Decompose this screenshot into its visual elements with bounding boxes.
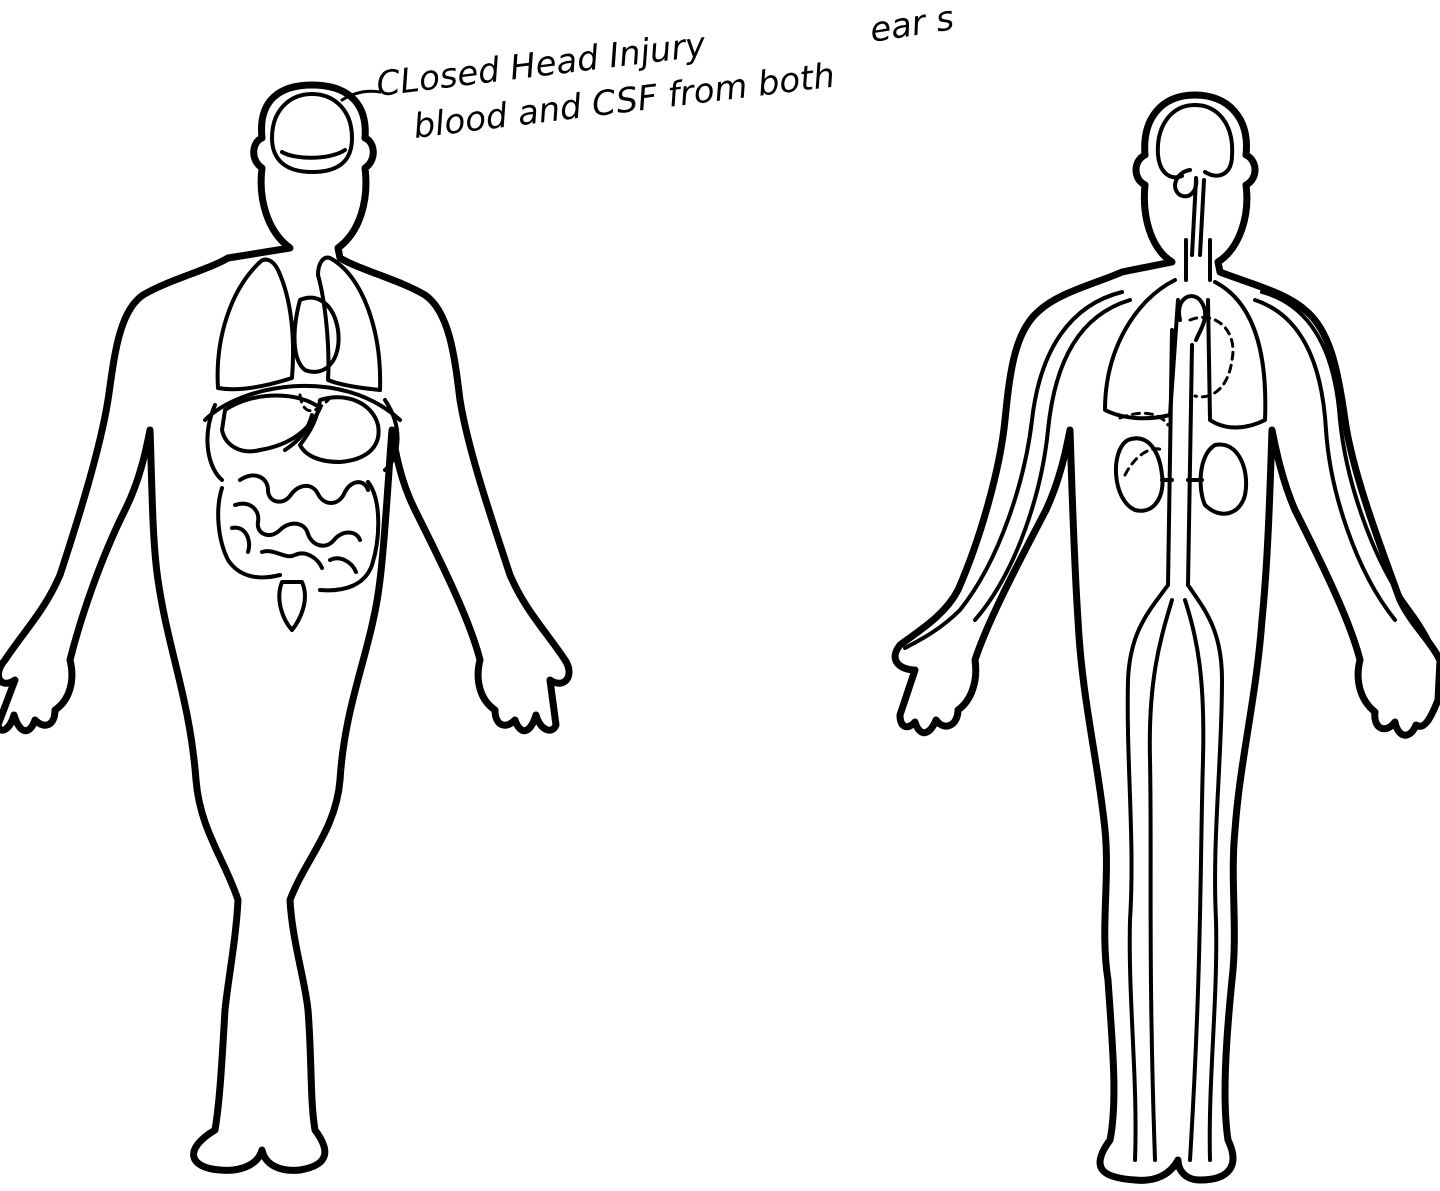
annotation-line-3: ear s	[867, 0, 956, 51]
left-bladder	[279, 582, 305, 630]
left-figure	[0, 85, 569, 1170]
left-brain-base	[282, 150, 345, 158]
right-kidneys	[1116, 438, 1246, 513]
right-figure	[895, 95, 1440, 1180]
left-cranium	[272, 94, 352, 172]
right-leg-arteries	[1128, 585, 1222, 1160]
right-carotid-arteries	[1175, 170, 1210, 280]
left-body-outline	[0, 85, 569, 1170]
right-heart-dashed	[1190, 317, 1233, 396]
right-aorta	[1168, 296, 1205, 585]
left-lung-right-side	[218, 260, 293, 390]
left-liver	[222, 396, 320, 452]
left-stomach	[300, 397, 379, 462]
left-small-intestine-loops	[232, 475, 368, 572]
left-lung-left-side	[318, 258, 380, 390]
annotation: CLosed Head Injury blood and CSF from bo…	[342, 0, 957, 147]
right-cranium	[1158, 105, 1232, 177]
left-heart	[295, 298, 339, 372]
left-large-intestine	[218, 482, 378, 590]
right-body-outline	[895, 95, 1440, 1180]
